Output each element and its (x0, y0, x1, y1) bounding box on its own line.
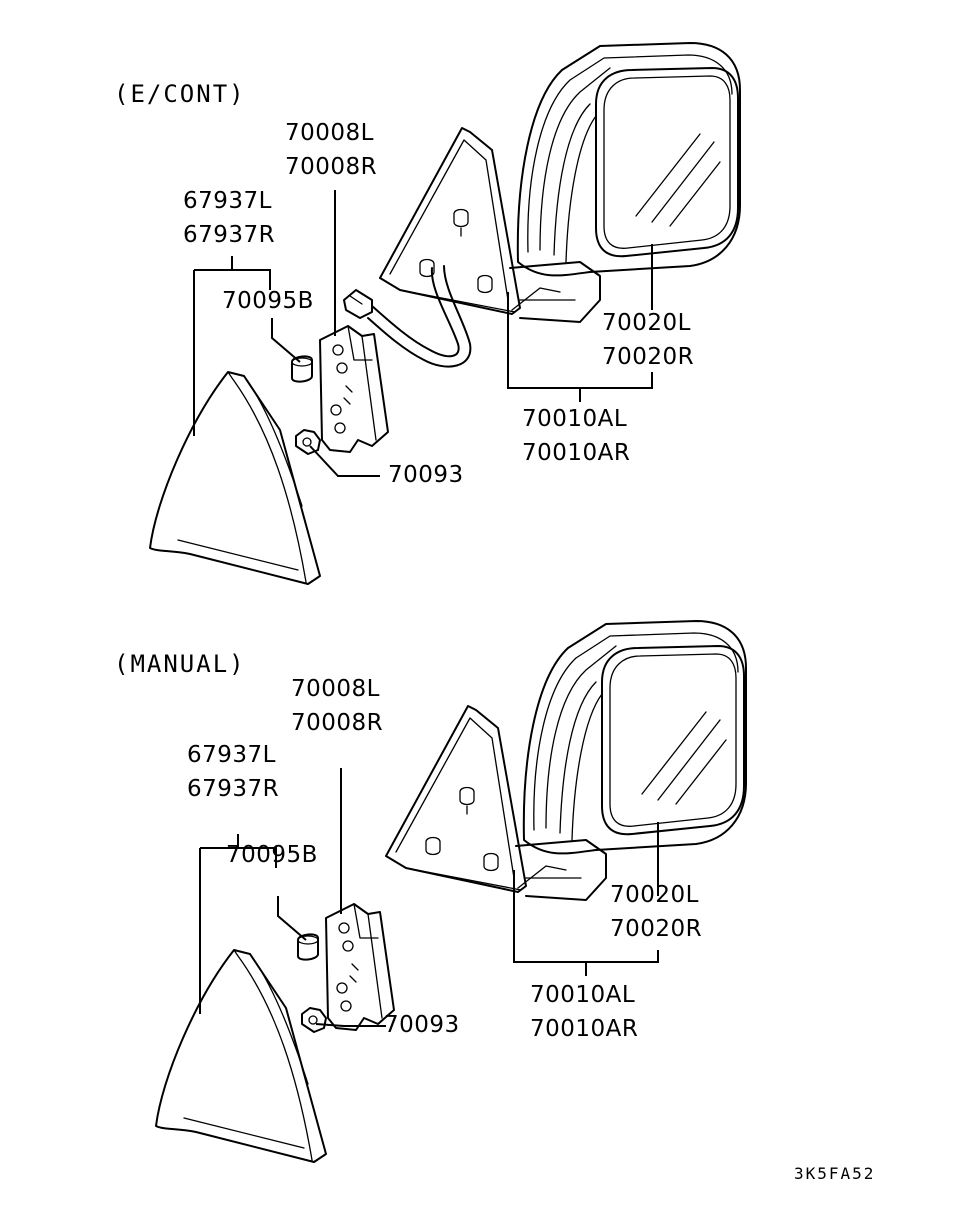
part-label-mirror-glass-l: 70020L (602, 310, 691, 336)
mounting-bracket-icon (319, 325, 389, 453)
part-label-cover-r: 67937R (183, 222, 276, 248)
section-heading-manual: (MANUAL) (114, 650, 246, 678)
part-label-clip: 70095B (222, 288, 314, 314)
diagram-code: 3K5FA52 (794, 1164, 876, 1183)
part-label-bracket-l: 70008L (291, 676, 380, 702)
section-manual (155, 620, 747, 1163)
mirror-base-cover-icon (149, 371, 321, 585)
part-label-bracket-r: 70008R (285, 154, 378, 180)
mirror-assembly-icon (379, 42, 741, 323)
wire-harness-icon (343, 265, 472, 368)
part-label-cover-r: 67937R (187, 776, 280, 802)
part-label-mirror-assy-l: 70010AL (522, 406, 628, 432)
part-label-mirror-assy-r: 70010AR (530, 1016, 639, 1042)
leader-lines (193, 190, 653, 477)
part-label-mirror-assy-r: 70010AR (522, 440, 631, 466)
part-label-cover-l: 67937L (183, 188, 272, 214)
part-label-bracket-l: 70008L (285, 120, 374, 146)
leader-lines (199, 768, 659, 1027)
part-label-mirror-glass-r: 70020R (610, 916, 703, 942)
nut-icon (295, 429, 321, 455)
nut-icon (301, 1007, 327, 1033)
part-label-clip: 70095B (226, 842, 318, 868)
section-econt (149, 42, 741, 585)
clip-icon (291, 355, 313, 383)
part-label-mirror-assy-l: 70010AL (530, 982, 636, 1008)
part-label-mirror-glass-l: 70020L (610, 882, 699, 908)
clip-icon (297, 933, 319, 961)
mirror-base-cover-icon (155, 949, 327, 1163)
section-heading-econt: (E/CONT) (114, 80, 246, 108)
part-label-nut: 70093 (388, 462, 464, 488)
part-label-bracket-r: 70008R (291, 710, 384, 736)
part-label-mirror-glass-r: 70020R (602, 344, 695, 370)
part-label-nut: 70093 (384, 1012, 460, 1038)
mirror-assembly-icon (385, 620, 747, 901)
part-label-cover-l: 67937L (187, 742, 276, 768)
